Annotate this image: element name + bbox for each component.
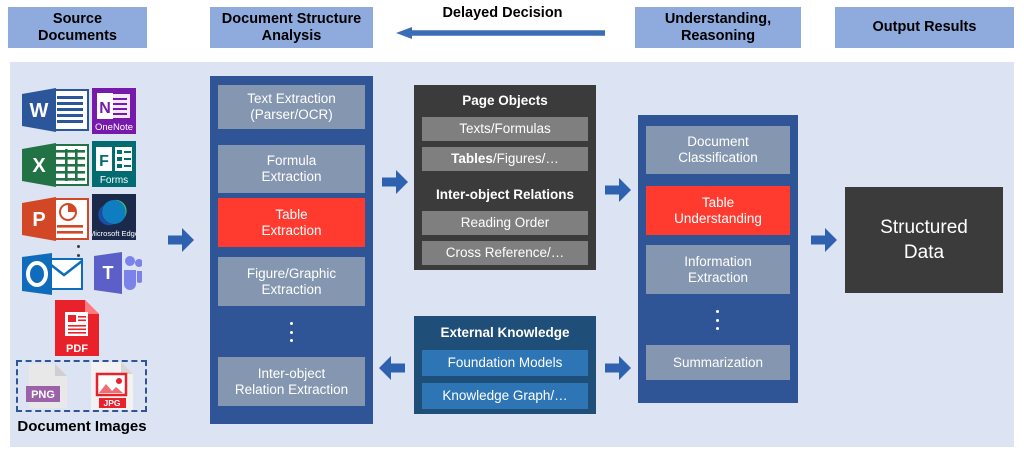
delayed-decision-label: Delayed Decision [442, 5, 563, 21]
arrow-understanding-to-output-icon [811, 228, 837, 252]
arrow-source-to-dsa-icon [168, 228, 194, 252]
svg-text:PNG: PNG [31, 389, 55, 401]
page-objects-item-texts-formulas-label: Texts/Formulas [459, 121, 551, 136]
page-objects-item-cross-reference[interactable]: Cross Reference/… [422, 241, 588, 265]
svg-text:Forms: Forms [100, 175, 128, 186]
outlook-icon [22, 253, 83, 295]
page-objects-title: Page Objects [462, 92, 548, 108]
dsa-ellipsis-icon [289, 322, 294, 342]
svg-text:OneNote: OneNote [95, 122, 133, 133]
arrow-external-knowledge-to-dsa-icon [379, 356, 405, 380]
external-knowledge-item-foundation-models[interactable]: Foundation Models [422, 350, 588, 376]
page-objects-item-tables-figures-label: Tables/Figures/… [451, 151, 559, 167]
ur-item-summarization[interactable]: Summarization [646, 345, 790, 380]
teams-icon: T [94, 252, 142, 294]
onenote-icon: N OneNote [92, 88, 136, 134]
page-objects-item-reading-order-label: Reading Order [460, 215, 550, 230]
document-images-dashed-box [16, 360, 147, 412]
page-objects-tables-bold: Tables [451, 151, 493, 166]
svg-text:PDF: PDF [66, 343, 88, 355]
png-icon: PNG [26, 364, 67, 408]
page-objects-item-reading-order[interactable]: Reading Order [422, 211, 588, 235]
delayed-decision-arrow-icon [396, 27, 605, 39]
arrow-dsa-to-page-objects-icon [382, 170, 408, 194]
inter-object-relations-title: Inter-object Relations [435, 186, 575, 202]
svg-text:T: T [103, 263, 114, 283]
header-understanding-reasoning: Understanding,Reasoning [635, 7, 801, 48]
svg-text:N: N [99, 100, 111, 117]
forms-icon: F Forms [92, 141, 136, 187]
external-knowledge-foundation-models-label: Foundation Models [447, 355, 563, 370]
page-objects-item-texts-formulas[interactable]: Texts/Formulas [422, 117, 588, 141]
powerpoint-icon: P [22, 197, 89, 241]
page-objects-box [414, 85, 596, 270]
header-understanding-label: Understanding,Reasoning [664, 10, 772, 44]
page-objects-item-cross-reference-label: Cross Reference/… [445, 245, 565, 260]
document-images-caption: Document Images [17, 418, 147, 435]
dsa-item-text-extraction-label: Text Extraction(Parser/OCR) [247, 91, 336, 122]
external-knowledge-title: External Knowledge [440, 324, 570, 340]
dsa-item-text-extraction[interactable]: Text Extraction(Parser/OCR) [218, 85, 365, 129]
header-output-label: Output Results [872, 19, 977, 35]
external-knowledge-knowledge-graph-label: Knowledge Graph/… [442, 388, 568, 403]
jpg-icon: JPG [91, 362, 133, 410]
svg-text:W: W [30, 100, 49, 122]
ur-item-summarization-label: Summarization [672, 354, 764, 370]
understanding-reasoning-ellipsis-icon [715, 310, 720, 330]
page-objects-tables-rest: /Figures/… [492, 151, 559, 166]
svg-text:F: F [99, 153, 109, 170]
svg-text:Microsoft Edge: Microsoft Edge [92, 229, 136, 238]
word-icon: W [22, 88, 89, 132]
arrow-external-knowledge-to-understanding-icon [605, 356, 631, 380]
svg-text:X: X [32, 155, 46, 177]
excel-icon: X [22, 143, 89, 187]
edge-icon: Microsoft Edge [92, 194, 136, 240]
external-knowledge-item-knowledge-graph[interactable]: Knowledge Graph/… [422, 383, 588, 409]
arrow-page-objects-to-understanding-icon [605, 178, 631, 202]
svg-text:P: P [32, 209, 45, 231]
page-objects-item-tables-figures[interactable]: Tables/Figures/… [422, 147, 588, 171]
pdf-icon: PDF [55, 300, 99, 356]
header-output-results: Output Results [835, 7, 1014, 48]
svg-text:JPG: JPG [103, 398, 120, 408]
